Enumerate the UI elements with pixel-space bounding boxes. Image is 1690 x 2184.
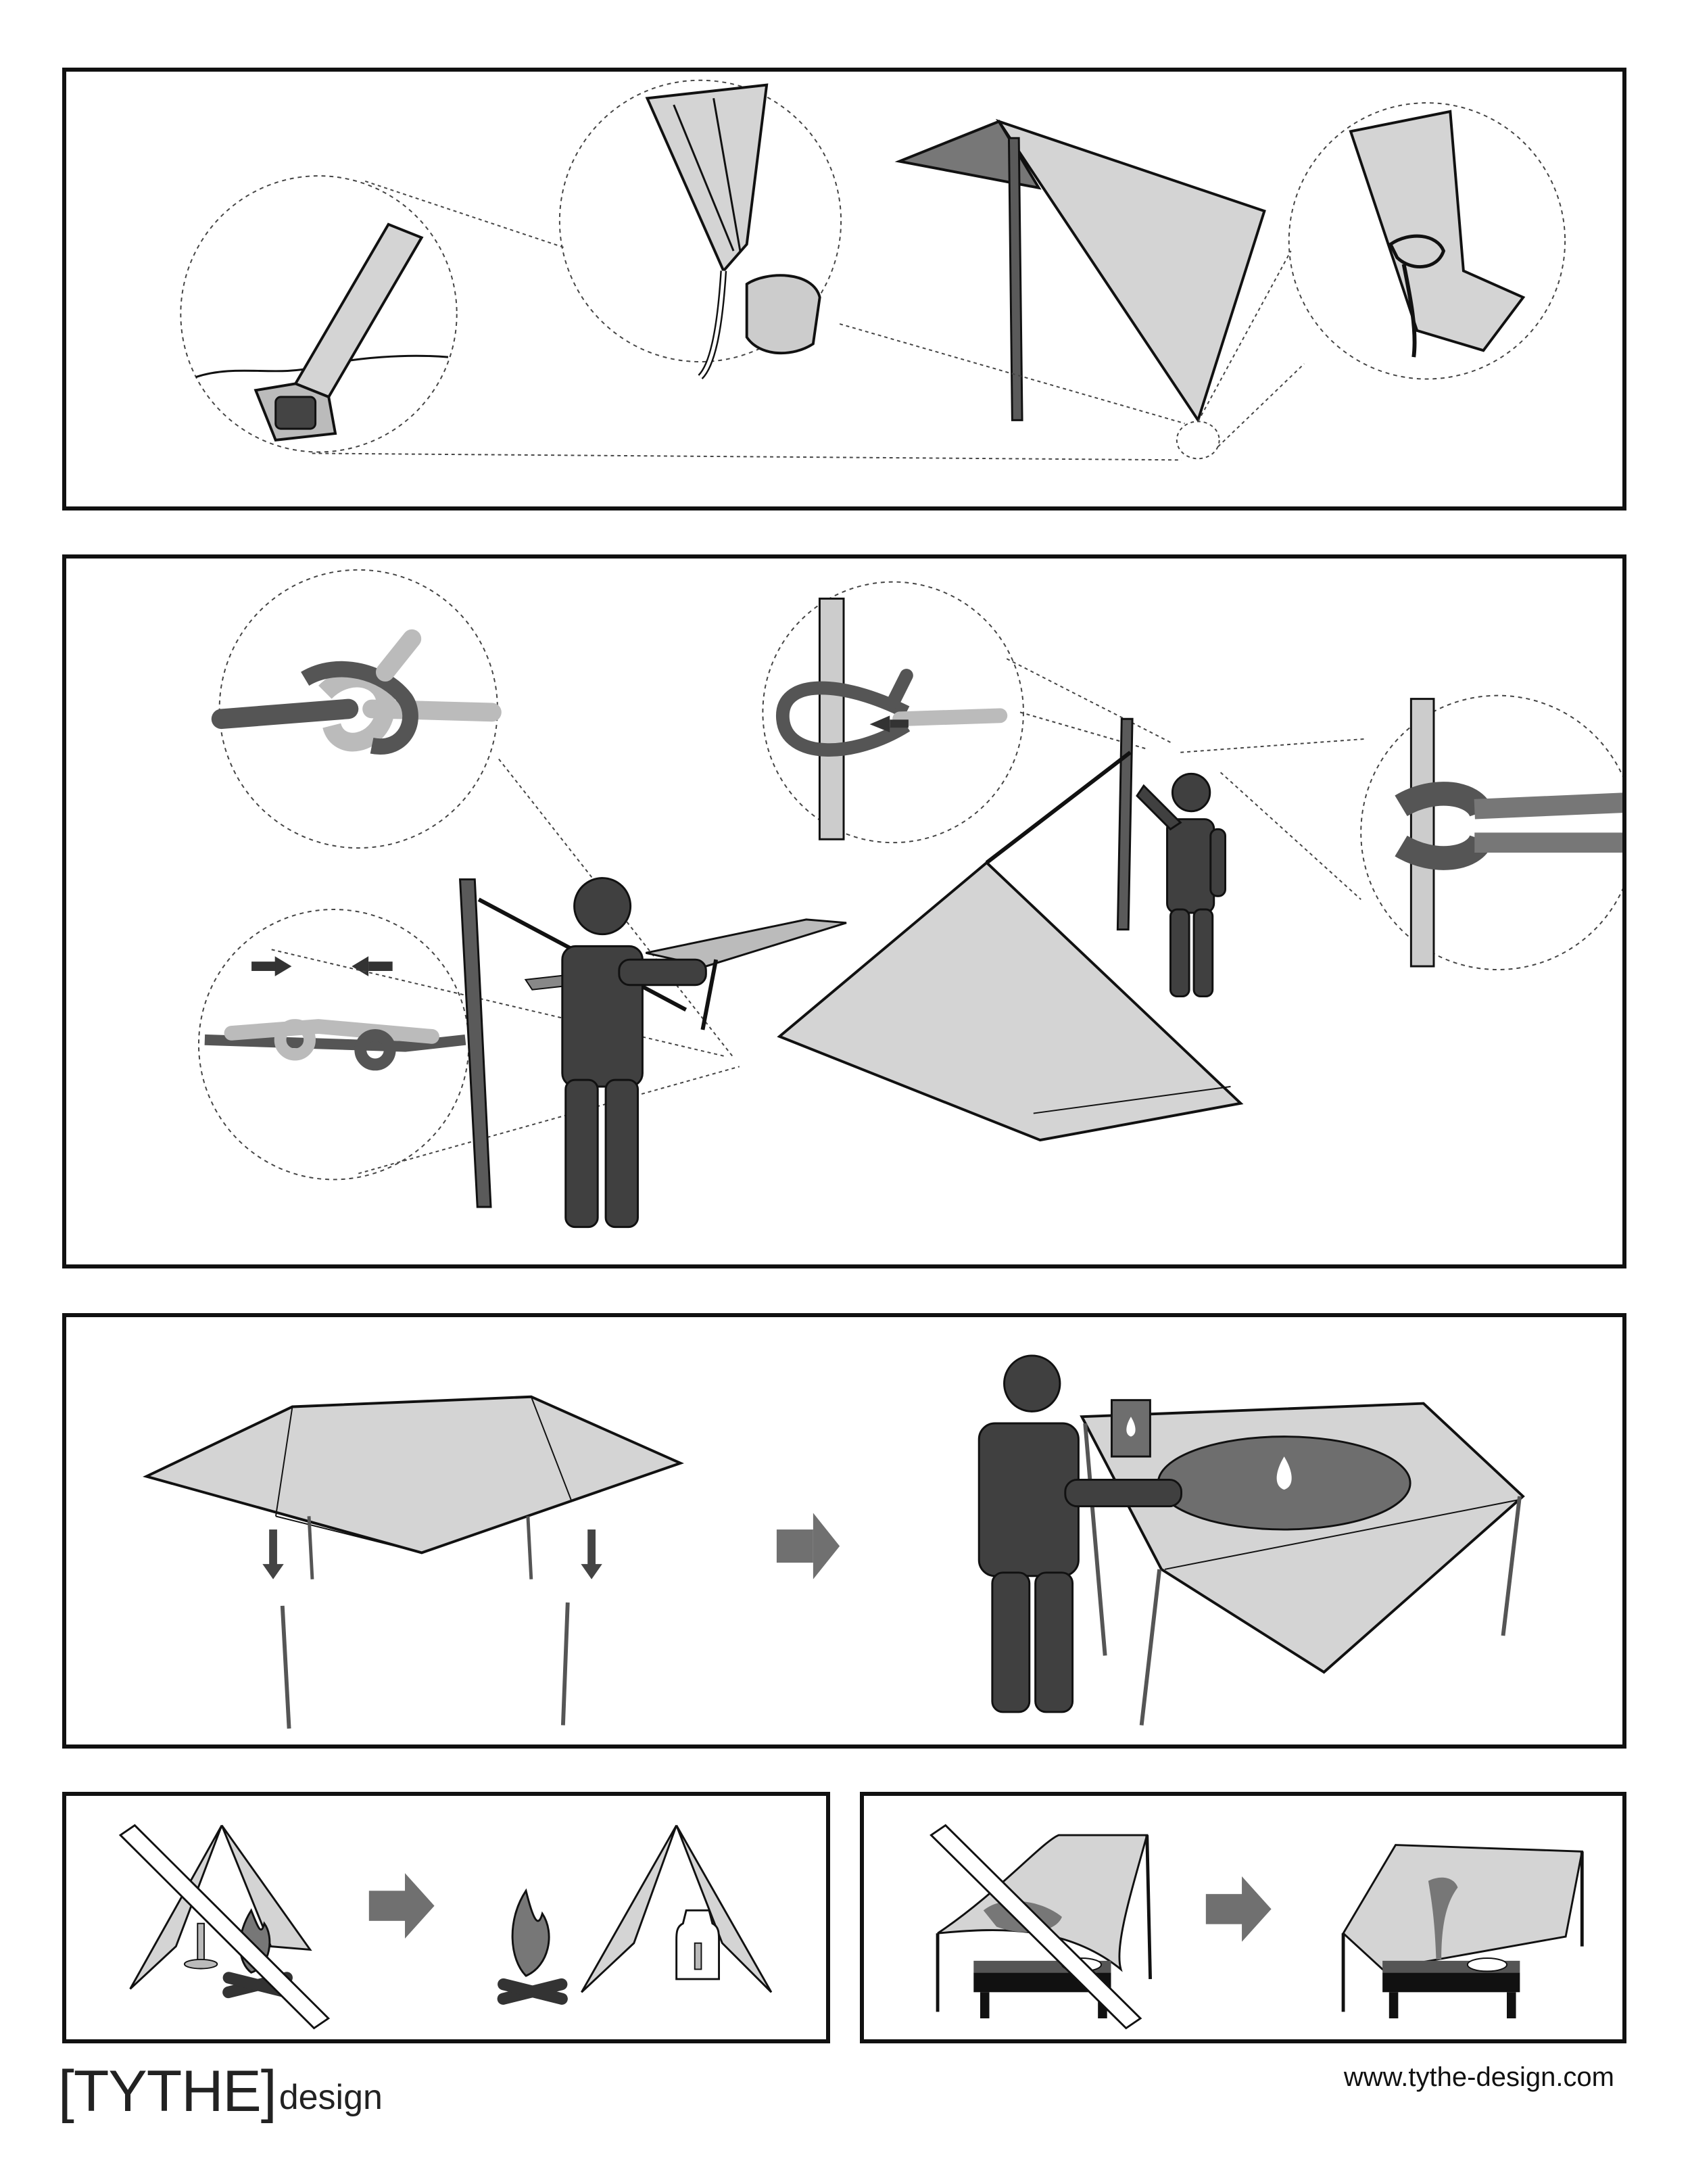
tarp-with-pole — [894, 118, 1266, 460]
right-arrow-icon — [776, 1513, 840, 1580]
taut-tarp-over-bed — [1341, 1844, 1584, 2019]
anchor-detail-circle-sandbag — [558, 79, 842, 380]
tarp-sagging-pitch — [1080, 1402, 1525, 1726]
poles — [458, 717, 1134, 1208]
knot-detail-circle-joining — [197, 909, 470, 1181]
brand-logo-main: [TYTHE] — [58, 2059, 277, 2124]
tarp-flat-pitch — [143, 1395, 684, 1729]
down-arrow-icon — [262, 1529, 284, 1580]
water-container-icon — [1111, 1399, 1151, 1458]
website-url[interactable]: www.tythe-design.com — [1343, 2062, 1614, 2092]
strike-through-icon — [930, 1824, 1142, 2030]
knots-illustration — [197, 569, 1622, 1229]
anchor-detail-circle-stake — [180, 175, 458, 453]
rain-collection-illustration — [143, 1354, 1525, 1729]
brand-logo-sub: design — [279, 2078, 383, 2117]
panel-pitching-anchors — [62, 68, 1626, 511]
panel-fire-safety — [62, 1792, 830, 2043]
taut-pitch-illustration — [930, 1824, 1584, 2030]
shelter-fire-outside — [581, 1824, 773, 1993]
brand-logo: [TYTHE] design — [58, 2053, 383, 2120]
knot-detail-circle-overhand — [211, 569, 502, 849]
person-collecting-water-icon — [977, 1354, 1183, 1713]
knot-detail-circle-clove-hitch — [1360, 694, 1622, 970]
panel-rain-collection — [62, 1313, 1626, 1749]
detail-leader-lines — [312, 181, 1305, 461]
pitching-illustration — [180, 79, 1566, 461]
campfire-icon — [497, 1888, 568, 2005]
knot-detail-circle-bowline — [762, 581, 1024, 844]
panel-taut-pitch — [860, 1792, 1626, 2043]
person-left-icon — [561, 877, 707, 1229]
shelter-fire-inside — [129, 1824, 312, 1999]
right-arrow-icon — [368, 1873, 435, 1939]
fire-safety-illustration — [118, 1824, 773, 2030]
down-arrow-icon — [581, 1529, 602, 1580]
panel-guy-lines-knots — [62, 554, 1626, 1268]
strike-through-icon — [118, 1824, 331, 2030]
right-arrow-icon — [1205, 1876, 1272, 1942]
anchor-detail-circle-knot — [1288, 102, 1566, 380]
person-right-icon — [1136, 772, 1227, 998]
